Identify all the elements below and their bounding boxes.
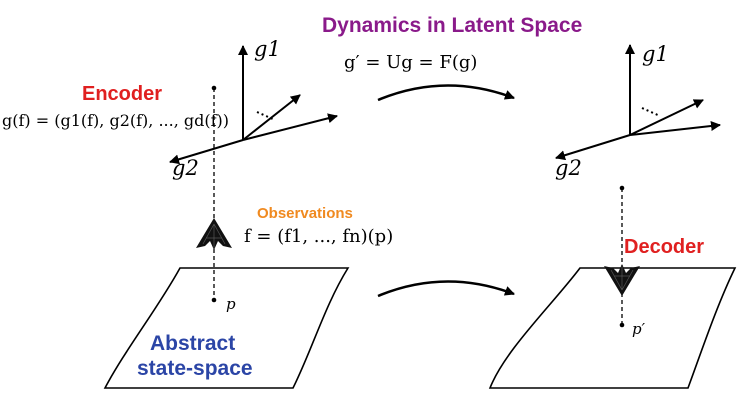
right-manifold	[488, 267, 737, 389]
network-arrow-down-icon	[604, 264, 640, 296]
abstract-space-label-line2: state-space	[137, 357, 253, 380]
network-arrow-up-icon	[196, 218, 232, 250]
point-p-label: p	[226, 295, 236, 313]
left-latent-axes	[169, 45, 338, 165]
diagram-title: Dynamics in Latent Space	[322, 14, 583, 37]
state-dynamics-arrow	[377, 280, 515, 298]
observations-label: Observations	[257, 205, 353, 222]
right-latent-point	[619, 185, 625, 191]
left-g2-label: g2	[172, 156, 199, 180]
right-state-vector	[629, 121, 721, 136]
right-g1-label: g1	[642, 42, 669, 66]
left-latent-point	[211, 85, 217, 91]
point-p-prime-label: p′	[632, 320, 646, 338]
decoder-label: Decoder	[624, 236, 705, 258]
right-g2-label: g2	[555, 156, 582, 180]
observations-equation: f = (f1, ..., fn)(p)	[244, 226, 394, 247]
left-g2-axis	[169, 139, 244, 165]
right-state-vector	[629, 99, 704, 136]
encoder-equation: g(f) = (g1(f), g2(f), ..., gd(f))	[2, 111, 230, 130]
right-latent-axes	[555, 44, 721, 161]
point-p-prime	[619, 322, 625, 328]
left-dotted-link	[256, 111, 276, 121]
latent-dynamics-arrow	[377, 84, 515, 102]
left-g1-label: g1	[254, 37, 281, 61]
right-dotted-link	[641, 107, 661, 117]
encoder-label: Encoder	[82, 83, 163, 105]
left-state-vector	[242, 113, 338, 141]
point-p	[211, 297, 217, 303]
left-manifold	[103, 267, 350, 389]
dynamics-equation: g′ = Ug = F(g)	[344, 52, 478, 73]
abstract-space-label-line1: Abstract	[150, 332, 236, 355]
right-g2-axis	[555, 134, 631, 161]
